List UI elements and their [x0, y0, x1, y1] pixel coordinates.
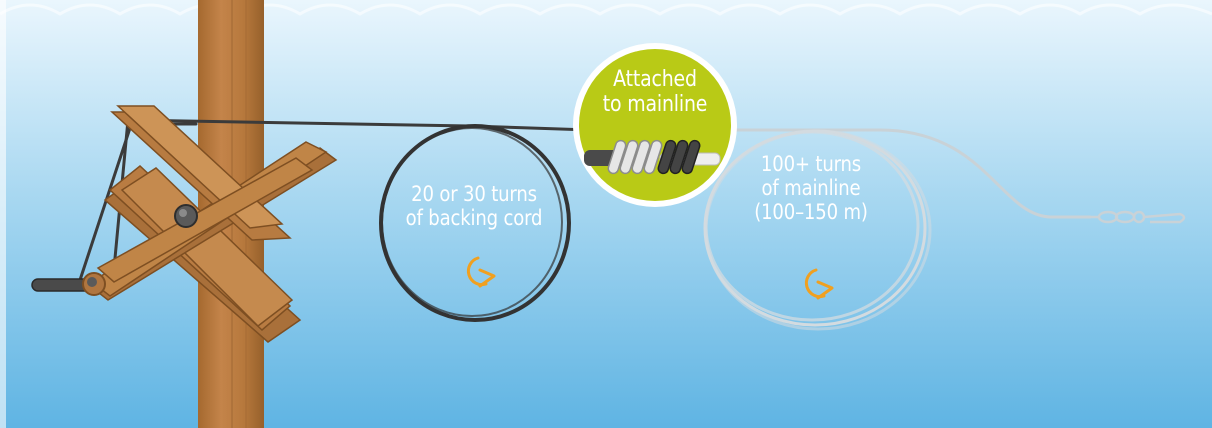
cloud-pattern: [0, 3, 1212, 16]
knot-icon: [584, 139, 721, 175]
mainline-label-line1: 100+ turns: [760, 152, 862, 176]
mainline-label: 100+ turns of mainline (100–150 m): [738, 152, 884, 224]
reel-frame: [88, 105, 338, 343]
attached-label-line1: Attached: [613, 67, 697, 92]
attached-label: Attached to mainline: [586, 67, 724, 117]
attached-label-line2: to mainline: [602, 91, 708, 117]
left-edge-band: [0, 0, 6, 428]
rotation-arrow-icon: [466, 256, 496, 288]
mainline-label-line2: of mainline: [761, 176, 861, 201]
backing-label-line1: 20 or 30 turns: [411, 182, 537, 206]
backing-cord-coil: [379, 124, 571, 322]
swivel-clip-icon: [1080, 210, 1186, 224]
mainline-label-line3: (100–150 m): [754, 200, 868, 225]
backing-label-line2: of backing cord: [405, 206, 543, 231]
mainline-coil: [703, 129, 932, 331]
axle-bolt: [174, 204, 198, 228]
rotation-arrow-icon-mainline: [804, 268, 834, 300]
crank-handle: [31, 272, 106, 296]
backing-cord-label: 20 or 30 turns of backing cord: [397, 182, 552, 230]
